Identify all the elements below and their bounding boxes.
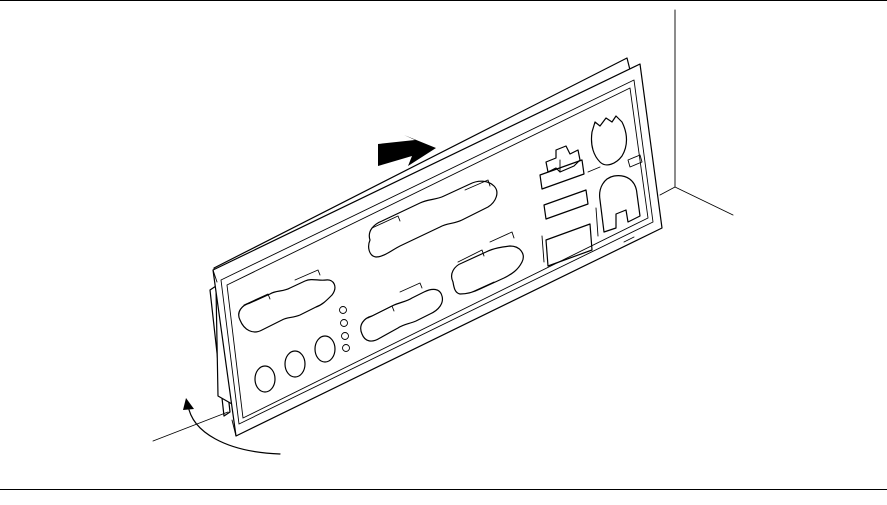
io-shield-plate [213,64,662,436]
chassis-wall [660,10,733,215]
